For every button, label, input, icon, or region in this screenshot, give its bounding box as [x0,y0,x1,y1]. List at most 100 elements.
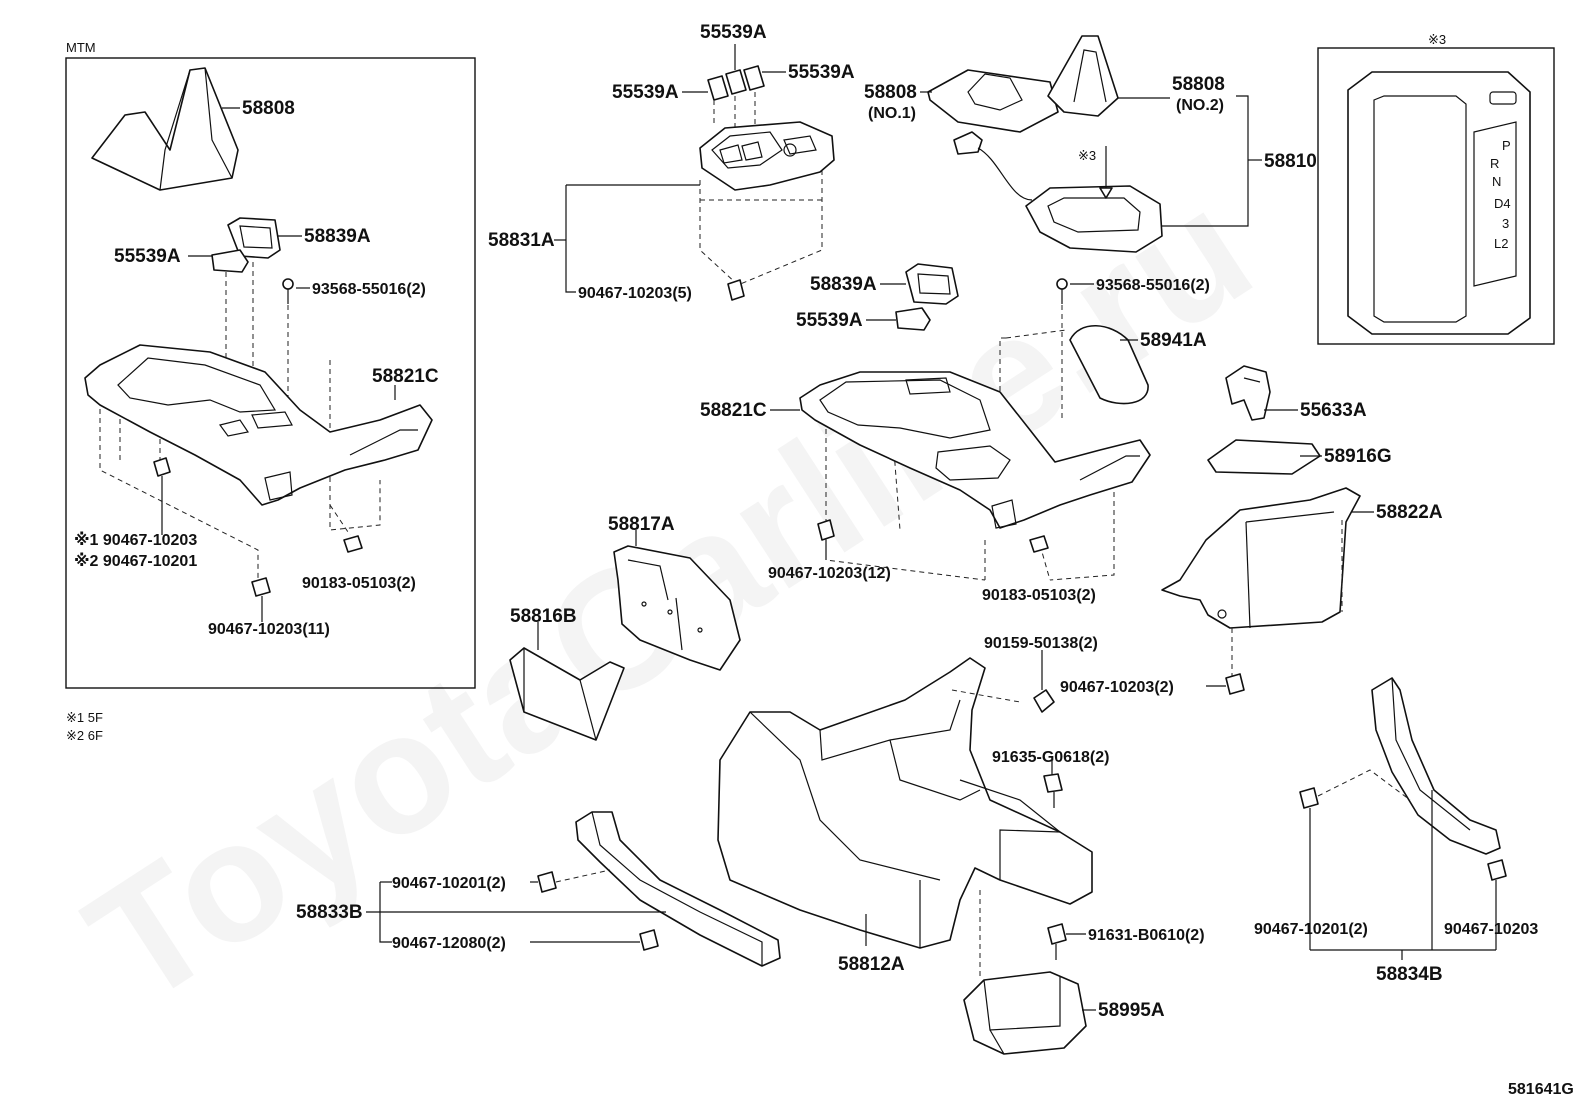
label-90467-12: 90467-10203(12) [768,565,891,582]
cup-holder-55633a [1225,365,1271,421]
label-58810: 58810 [1264,151,1317,172]
label-90467-11-mtm: 90467-10203(11) [208,621,330,638]
shift-position-d4: D4 [1494,196,1511,211]
label-90467-12080: 90467-12080(2) [392,935,506,952]
clip-90467-12080 [639,929,659,951]
screw-93568-mtm [282,278,294,304]
label-90159: 90159-50138(2) [984,635,1098,652]
section-label-ref3: ※3 [1428,32,1446,47]
label-55539a-center: 55539A [796,310,863,331]
shift-position-n: N [1492,174,1501,189]
side-trim-58833b [575,811,781,967]
clip-90467-10201-trim [537,871,557,893]
console-body-58812a [717,657,1093,949]
indicator-housing-58810 [953,131,1163,253]
label-58821c-center: 58821C [700,400,767,421]
label-58839a-mtm: 58839A [304,226,371,247]
shift-boot-no2 [1047,35,1119,117]
side-trim-58834b [1371,677,1501,855]
shift-position-r: R [1490,156,1499,171]
label-58808-mtm: 58808 [242,98,295,119]
label-58817a: 58817A [608,514,675,535]
label-58834b: 58834B [1376,964,1443,985]
label-90467-10201-note2: ※2 90467-10201 [74,552,197,570]
clip-90467-11-mtm [251,577,271,622]
label-93568-mtm: 93568-55016(2) [312,281,426,298]
label-58808-no2: 58808 [1172,74,1225,95]
shift-boot-mtm [91,67,239,191]
diagram-code: 581641G [1508,1081,1574,1098]
label-58821c-mtm: 58821C [372,366,439,387]
dashed-guide-body [951,689,1021,703]
label-55633a: 55633A [1300,400,1367,421]
label-55539a-mtm: 55539A [114,246,181,267]
clip-90467-10203-right [1487,859,1507,881]
label-90467-10203-right: 90467-10203 [1444,921,1538,938]
shift-position-p: P [1502,138,1511,153]
ref3-inset-frame [1317,47,1555,345]
label-55539a-top: 55539A [700,22,767,43]
label-90183-mtm: 90183-05103(2) [302,575,416,592]
note-2: ※2 6F [66,728,103,743]
label-58995a: 58995A [1098,1000,1165,1021]
clip-90467-2-right [1225,673,1245,695]
label-58941a: 58941A [1140,330,1207,351]
pocket-58816b [509,647,625,741]
label-93568-center: 93568-55016(2) [1096,277,1210,294]
label-90467-10201-right: 90467-10201(2) [1254,921,1368,938]
nut-90183-mtm [343,535,363,553]
cap-55539a-center [895,307,931,331]
clip-90467-5 [727,279,745,301]
label-58816b: 58816B [510,606,577,627]
label-55539a-right: 55539A [788,62,855,83]
shift-position-3: 3 [1502,216,1509,231]
bolt-91631 [1047,923,1067,960]
clip-90467-mtm [153,457,171,535]
switch-caps-55539a [707,65,765,101]
shift-boot-no1 [927,69,1059,133]
console-panel-58821c-mtm [84,344,433,506]
screw-93568-center [1056,278,1068,304]
box-58822a [1161,487,1361,629]
switch-panel-58831a [699,121,835,191]
leader-line [565,185,576,293]
bolt-90159 [1033,650,1055,713]
shift-position-l2: L2 [1494,236,1508,251]
bolt-91635 [1043,760,1063,808]
label-58831a: 58831A [488,230,555,251]
shift-indicator-plate [1347,71,1531,335]
dashed-guide-58834b [1317,769,1411,801]
leader-bracket-58833b [379,882,392,943]
label-90467-5: 90467-10203(5) [578,285,692,302]
arrow-head-ref3 [1099,187,1113,199]
bracket-58995a [963,971,1087,1055]
label-58839a-center: 58839A [810,274,877,295]
label-90467-10201-trim: 90467-10201(2) [392,875,506,892]
label-58916g: 58916G [1324,446,1392,467]
clip-90467-12 [817,519,835,560]
label-no1: (NO.1) [868,105,916,122]
note-1: ※1 5F [66,710,103,725]
mtm-inset-frame [65,57,476,689]
armrest-cover-58941a [1069,325,1149,405]
label-58812a: 58812A [838,954,905,975]
nut-90183-center [1029,535,1049,553]
label-90183-center: 90183-05103(2) [982,587,1096,604]
section-label-mtm: MTM [66,40,96,55]
label-58833b: 58833B [296,902,363,923]
console-panel-58821c-center [799,371,1151,529]
mat-58916g [1207,439,1321,475]
label-91631: 91631-B0610(2) [1088,927,1205,944]
dashed-guide-trim [555,869,611,883]
label-58808-no1: 58808 [864,82,917,103]
label-58822a: 58822A [1376,502,1443,523]
label-91635: 91635-G0618(2) [992,749,1109,766]
bezel-58839a-center [905,263,959,305]
label-90467-2-right: 90467-10203(2) [1060,679,1174,696]
clip-90467-10201-right [1299,787,1319,809]
label-no2: (NO.2) [1176,97,1224,114]
label-90467-10203-note1: ※1 90467-10203 [74,531,197,549]
panel-58817a [613,545,741,671]
label-55539a-left: 55539A [612,82,679,103]
